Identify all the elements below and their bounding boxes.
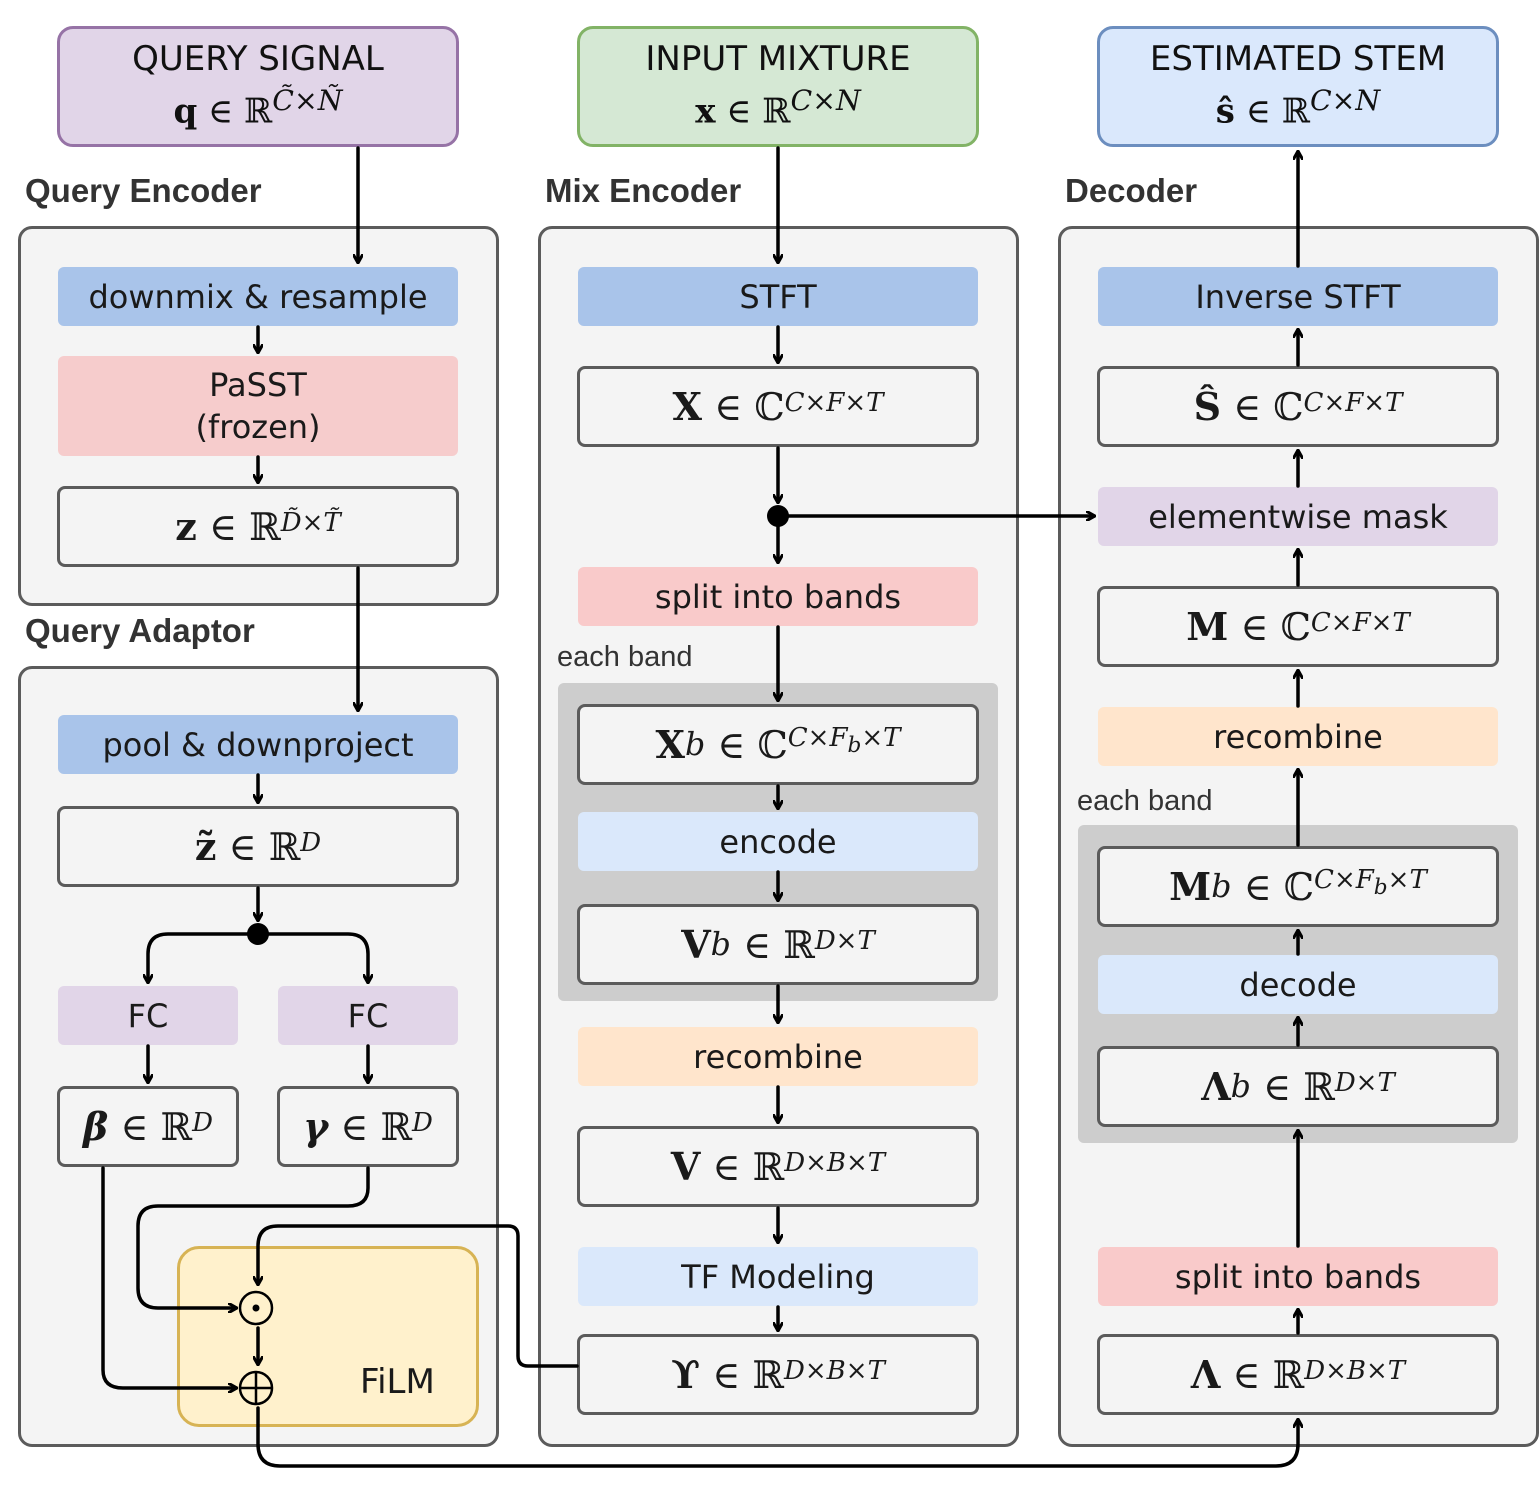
query-encoder-heading: Query Encoder <box>25 172 262 209</box>
fc-left-block: FC <box>58 986 238 1045</box>
query-signal-title: QUERY SIGNAL <box>132 39 384 80</box>
encode-block: encode <box>578 812 978 871</box>
estimated-stem-box: ESTIMATED STEM ŝ ∈ ℝC×N <box>1097 26 1499 147</box>
elementwise-mask-block: elementwise mask <box>1098 487 1498 546</box>
film-label: FiLM <box>360 1362 435 1402</box>
query-signal-math: q ∈ ℝC̃×Ñ <box>173 84 343 132</box>
decoder-split-bands-block: split into bands <box>1098 1247 1498 1306</box>
pool-downproject-block: pool & downproject <box>58 715 458 774</box>
tf-modeling-block: TF Modeling <box>578 1247 978 1306</box>
decoder-each-band-label: each band <box>1077 785 1213 817</box>
passt-label: PaSST <box>209 366 307 404</box>
passt-block: PaSST (frozen) <box>58 356 458 456</box>
passt-frozen-label: (frozen) <box>195 408 321 446</box>
input-mixture-math: x ∈ ℝC×N <box>695 84 861 132</box>
mix-encoder-heading: Mix Encoder <box>545 172 742 209</box>
mix-each-band-label: each band <box>557 641 693 673</box>
mix-recombine-block: recombine <box>578 1027 978 1086</box>
stft-block: STFT <box>578 267 978 326</box>
estimated-stem-math: ŝ ∈ ℝC×N <box>1215 84 1381 132</box>
fc-right-block: FC <box>278 986 458 1045</box>
input-mixture-title: INPUT MIXTURE <box>645 39 911 80</box>
decoder-recombine-block: recombine <box>1098 707 1498 766</box>
decoder-heading: Decoder <box>1065 172 1198 209</box>
mix-split-bands-block: split into bands <box>578 567 978 626</box>
query-adaptor-heading: Query Adaptor <box>25 612 255 649</box>
estimated-stem-title: ESTIMATED STEM <box>1149 39 1447 80</box>
downmix-resample-block: downmix & resample <box>58 267 458 326</box>
decode-block: decode <box>1098 955 1498 1014</box>
query-signal-box: QUERY SIGNAL q ∈ ℝC̃×Ñ <box>57 26 459 147</box>
inverse-stft-block: Inverse STFT <box>1098 267 1498 326</box>
input-mixture-box: INPUT MIXTURE x ∈ ℝC×N <box>577 26 979 147</box>
